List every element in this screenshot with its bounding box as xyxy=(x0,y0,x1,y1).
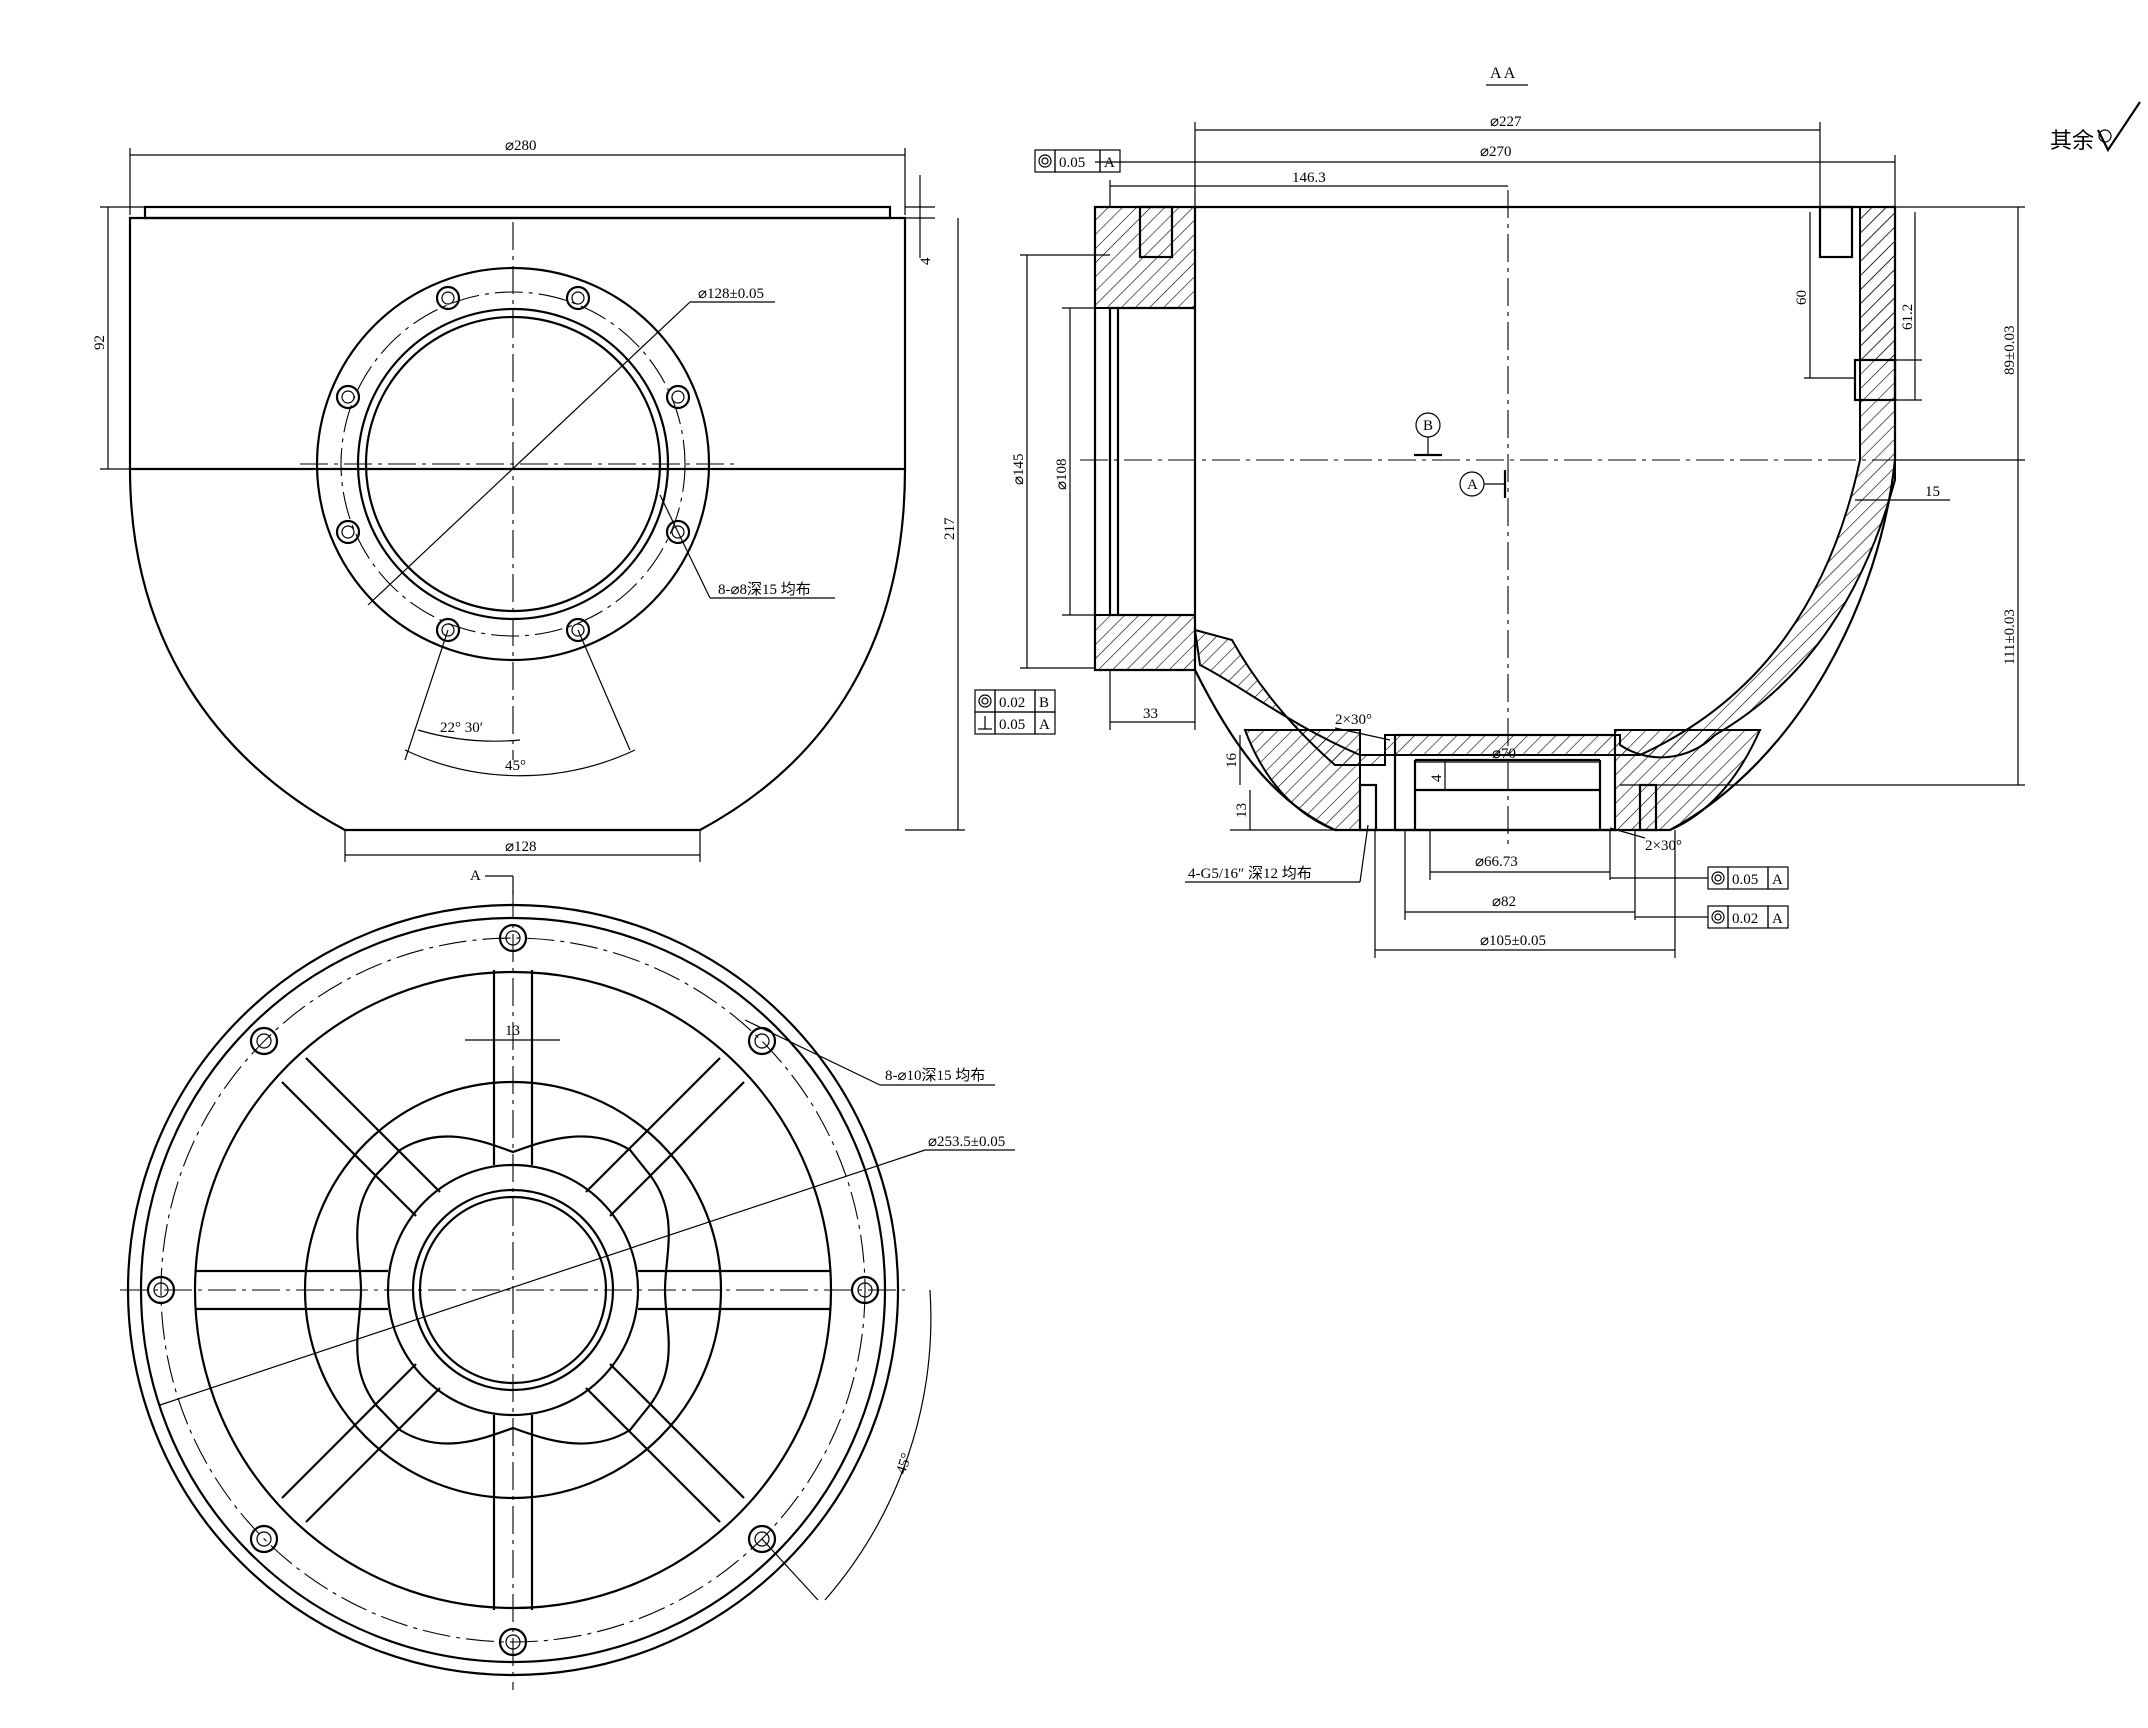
bottom-spokes xyxy=(195,970,831,1610)
fcf-right-2: 0.02 A xyxy=(1635,905,1789,929)
section-title: A A xyxy=(1490,65,1516,82)
front-dim-holes: 8-⌀8深15 均布 xyxy=(718,581,811,598)
front-dim-h217: 217 xyxy=(942,517,958,540)
bottom-dim-d2535: ⌀253.5±0.05 xyxy=(928,1134,1005,1150)
front-dim-t4: 4 xyxy=(918,257,934,265)
section-dim-h612: 61.2 xyxy=(1900,304,1916,330)
section-dim-d108: ⌀108 xyxy=(1054,458,1070,490)
section-dim-d270: ⌀270 xyxy=(1480,144,1512,160)
front-dim-d128tol: ⌀128±0.05 xyxy=(698,286,764,302)
section-dim-h111: 111±0.03 xyxy=(2002,609,2018,665)
svg-text:B: B xyxy=(1039,695,1049,711)
bottom-dim-holes: 8-⌀10深15 均布 xyxy=(885,1067,985,1084)
section-dim-w33: 33 xyxy=(1143,706,1158,722)
fcf-top: 0.05 A xyxy=(1034,149,1121,173)
svg-text:A: A xyxy=(1104,155,1115,171)
front-bolt-holes xyxy=(335,285,691,643)
front-dim-d128: ⌀128 xyxy=(505,839,537,855)
surface-finish-note: 其余 xyxy=(2050,101,2141,153)
section-outline xyxy=(1093,205,1897,832)
svg-text:A: A xyxy=(1039,717,1050,733)
section-dim-d6673: ⌀66.73 xyxy=(1475,854,1518,870)
section-dim-d70: ⌀70 xyxy=(1492,746,1516,762)
svg-text:0.05: 0.05 xyxy=(1059,155,1085,171)
section-dim-w15: 15 xyxy=(1925,484,1940,500)
front-view: ⌀128±0.05 8-⌀8深15 均布 22° 30′ 45° ⌀280 4 … xyxy=(92,138,965,862)
front-dim-ang2: 45° xyxy=(505,758,526,774)
section-dim-h16: 16 xyxy=(1224,753,1240,769)
svg-text:0.05: 0.05 xyxy=(1732,872,1758,888)
svg-text:0.02: 0.02 xyxy=(999,695,1025,711)
section-dim-ch2: 2×30° xyxy=(1645,838,1682,854)
section-dim-h60: 60 xyxy=(1794,290,1810,305)
section-dim-ch1: 2×30° xyxy=(1335,712,1372,728)
svg-text:0.05: 0.05 xyxy=(999,717,1025,733)
section-dim-h89: 89±0.03 xyxy=(2002,326,2018,375)
bottom-dim-ang: 45° xyxy=(894,1451,916,1476)
svg-text:A: A xyxy=(1772,911,1783,927)
bottom-view: A 13 8-⌀10深15 均布 ⌀253.5±0.05 45° xyxy=(120,868,1015,1690)
section-dim-h13: 13 xyxy=(1234,803,1250,818)
section-dim-d145: ⌀145 xyxy=(1011,453,1027,485)
fcf-left-1: 0.02 B xyxy=(974,689,1056,713)
section-dim-d227: ⌀227 xyxy=(1490,114,1522,130)
svg-text:0.02: 0.02 xyxy=(1732,911,1758,927)
fcf-left-2: 0.05 A xyxy=(974,711,1056,735)
svg-text:其余: 其余 xyxy=(2050,128,2094,153)
bottom-dim-w13: 13 xyxy=(505,1023,520,1039)
front-dim-d280: ⌀280 xyxy=(505,138,537,154)
section-bottom-left xyxy=(1243,729,1361,831)
section-left-flange-lower xyxy=(1094,614,1196,671)
section-dim-h4: 4 xyxy=(1429,774,1445,782)
section-dim-d105: ⌀105±0.05 xyxy=(1480,933,1546,949)
section-view: A A A xyxy=(974,65,2025,958)
front-top-lip xyxy=(143,205,892,220)
datum-a: A xyxy=(1467,477,1478,493)
section-dim-l1463: 146.3 xyxy=(1292,170,1326,186)
section-left-bowl xyxy=(1193,206,1896,766)
fcf-right-1: 0.05 A xyxy=(1610,866,1789,890)
roughness-symbol xyxy=(2097,101,2141,153)
bottom-hub-lobes xyxy=(356,1135,670,1445)
front-dim-ang1: 22° 30′ xyxy=(440,720,483,736)
section-dim-d82: ⌀82 xyxy=(1492,894,1516,910)
bottom-bolt-holes xyxy=(146,923,880,1657)
section-right-wall-top xyxy=(1859,206,1896,361)
bottom-section-marker: A xyxy=(470,868,481,884)
section-dim-thread: 4-G5/16″ 深12 均布 xyxy=(1188,865,1312,882)
front-dim-h92: 92 xyxy=(92,335,108,350)
svg-text:A: A xyxy=(1772,872,1783,888)
datum-b: B xyxy=(1423,418,1433,434)
